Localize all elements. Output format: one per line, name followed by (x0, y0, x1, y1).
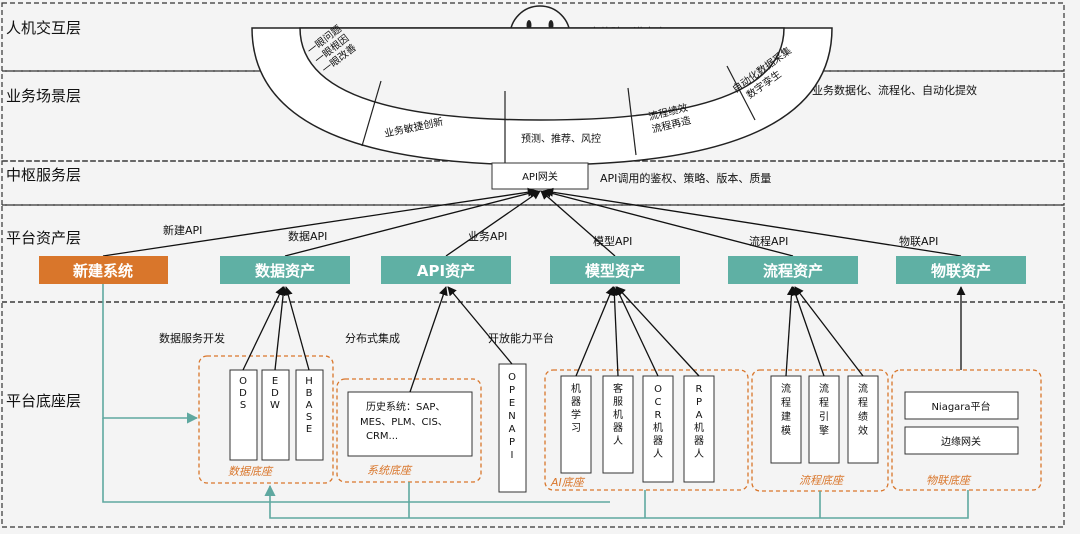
data-base-item-edw[interactable] (261, 369, 290, 461)
new-system-bottom-line (102, 418, 610, 503)
iot-base-label: 物联底座 (926, 474, 972, 487)
base-to-asset-edges (242, 286, 966, 393)
layer-label-base: 平台底座层 (6, 392, 81, 410)
note-open-platform: 开放能力平台 (488, 331, 554, 345)
data-base-label: 数据底座 (228, 465, 274, 478)
edge-cs-to-model (609, 286, 619, 377)
edge-label-biz-api: 业务API (468, 230, 507, 243)
edge-new-to-gateway (102, 187, 537, 257)
edge-iot-to-gateway (544, 187, 962, 257)
flow-base-item-performance[interactable] (847, 375, 879, 464)
ai-base-item-ocr-bot[interactable] (642, 375, 674, 483)
layer-band-base (1, 301, 1065, 528)
flow-base-item-performance-label: 流程绩效 (858, 382, 868, 437)
ai-base-item-ml-label: 机器学习 (571, 382, 581, 434)
edge-ocr-to-model (615, 286, 659, 377)
layer-label-interaction: 人机交互层 (6, 19, 81, 37)
edge-data-to-gateway (284, 188, 539, 257)
ai-base-item-cs-bot-label: 客服机器人 (613, 382, 623, 447)
edge-openapi-to-api (447, 286, 513, 365)
edge-label-new-api: 新建API (163, 223, 202, 237)
layer-label-asset: 平台资产层 (6, 229, 81, 247)
flow-base-item-modeling-label: 流程建模 (781, 382, 791, 437)
api-gateway-note: API调用的鉴权、策略、版本、质量 (600, 171, 771, 185)
asset-data[interactable]: 数据资产 (220, 256, 350, 284)
openapi-box[interactable] (498, 363, 527, 493)
edge-api-to-gateway (445, 190, 541, 257)
asset-model[interactable]: 模型资产 (550, 256, 680, 284)
asset-data-label: 数据资产 (255, 262, 315, 280)
asset-new-system[interactable]: 新建系统 (39, 256, 168, 284)
asset-api[interactable]: API资产 (381, 256, 511, 284)
sys-base-label: 系统底座 (367, 464, 413, 477)
ai-base-items (560, 375, 715, 483)
note-data-service-dev: 数据服务开发 (159, 331, 225, 345)
iot-base-item-niagara[interactable] (904, 391, 1019, 420)
history-systems-line-2: MES、PLM、CIS、 (360, 417, 448, 428)
edge-ods-to-data (242, 286, 284, 371)
data-base-items (229, 369, 324, 461)
history-systems-line-1: 历史系统：SAP、 (366, 400, 445, 413)
edge-edw-to-data (274, 286, 288, 371)
data-base-item-hbase[interactable] (295, 369, 324, 461)
edge-perf-to-flow (794, 286, 864, 377)
iot-base-item-edge-gateway-label: 边缘网关 (941, 435, 981, 448)
edge-flow-to-gateway (542, 188, 794, 257)
asset-iot-label: 物联资产 (931, 262, 991, 280)
asset-flow-label: 流程资产 (763, 262, 823, 280)
ai-base-label: AI底座 (550, 476, 586, 489)
edge-ml-to-model (575, 286, 615, 377)
flow-base-item-engine[interactable] (808, 375, 840, 464)
layer-band-asset (1, 204, 1065, 303)
bases-to-data-base (264, 484, 969, 519)
business-scene-arc (251, 27, 833, 166)
flow-base-item-engine-label: 流程引擎 (819, 382, 829, 437)
edge-engine-to-flow (791, 286, 825, 377)
flow-base-item-modeling[interactable] (770, 375, 802, 464)
edge-label-data-api: 数据API (288, 229, 327, 243)
edge-hbase-to-data (283, 286, 310, 371)
ai-base-item-cs-bot[interactable] (602, 375, 634, 474)
ai-base-container (544, 369, 749, 491)
edge-label-model-api: 模型API (593, 234, 632, 248)
iot-base-item-edge-gateway[interactable] (904, 426, 1019, 455)
asset-api-label: API资产 (417, 262, 475, 280)
iot-base-container (891, 369, 1042, 491)
edge-history-to-api (409, 286, 448, 393)
layer-label-hub: 中枢服务层 (6, 166, 81, 184)
flow-base-items (770, 375, 879, 464)
api-gateway-box[interactable] (491, 162, 589, 190)
history-systems-line-3: CRM... (366, 431, 398, 442)
asset-flow[interactable]: 流程资产 (728, 256, 858, 284)
layer-label-scene: 业务场景层 (6, 87, 81, 105)
asset-iot[interactable]: 物联资产 (896, 256, 1026, 284)
edge-label-iot-api: 物联API (899, 234, 938, 248)
edge-modeling-to-flow (785, 286, 796, 377)
asset-to-gateway-edges (102, 187, 962, 257)
ai-base-item-rpa-bot[interactable] (683, 375, 715, 483)
api-gateway-label: API网关 (522, 170, 558, 183)
edge-model-to-gateway (540, 190, 616, 257)
asset-model-label: 模型资产 (585, 262, 645, 280)
ai-base-item-ml[interactable] (560, 375, 592, 474)
arc-segment-3: 预测、推荐、风控 (521, 132, 601, 145)
edge-label-flow-api: 流程API (749, 234, 788, 248)
scene-note: 业务数据化、流程化、自动化提效 (812, 83, 977, 97)
note-distributed-integration: 分布式集成 (345, 331, 400, 345)
asset-new-system-label: 新建系统 (73, 262, 133, 280)
feedback-lines (102, 284, 969, 519)
flow-base-label: 流程底座 (799, 474, 845, 487)
data-base-container (198, 355, 334, 484)
new-system-to-data-base (102, 284, 199, 424)
edge-rpa-to-model (616, 286, 700, 377)
iot-base-item-niagara-label: Niagara平台 (931, 400, 990, 413)
data-base-item-ods[interactable] (229, 369, 258, 461)
